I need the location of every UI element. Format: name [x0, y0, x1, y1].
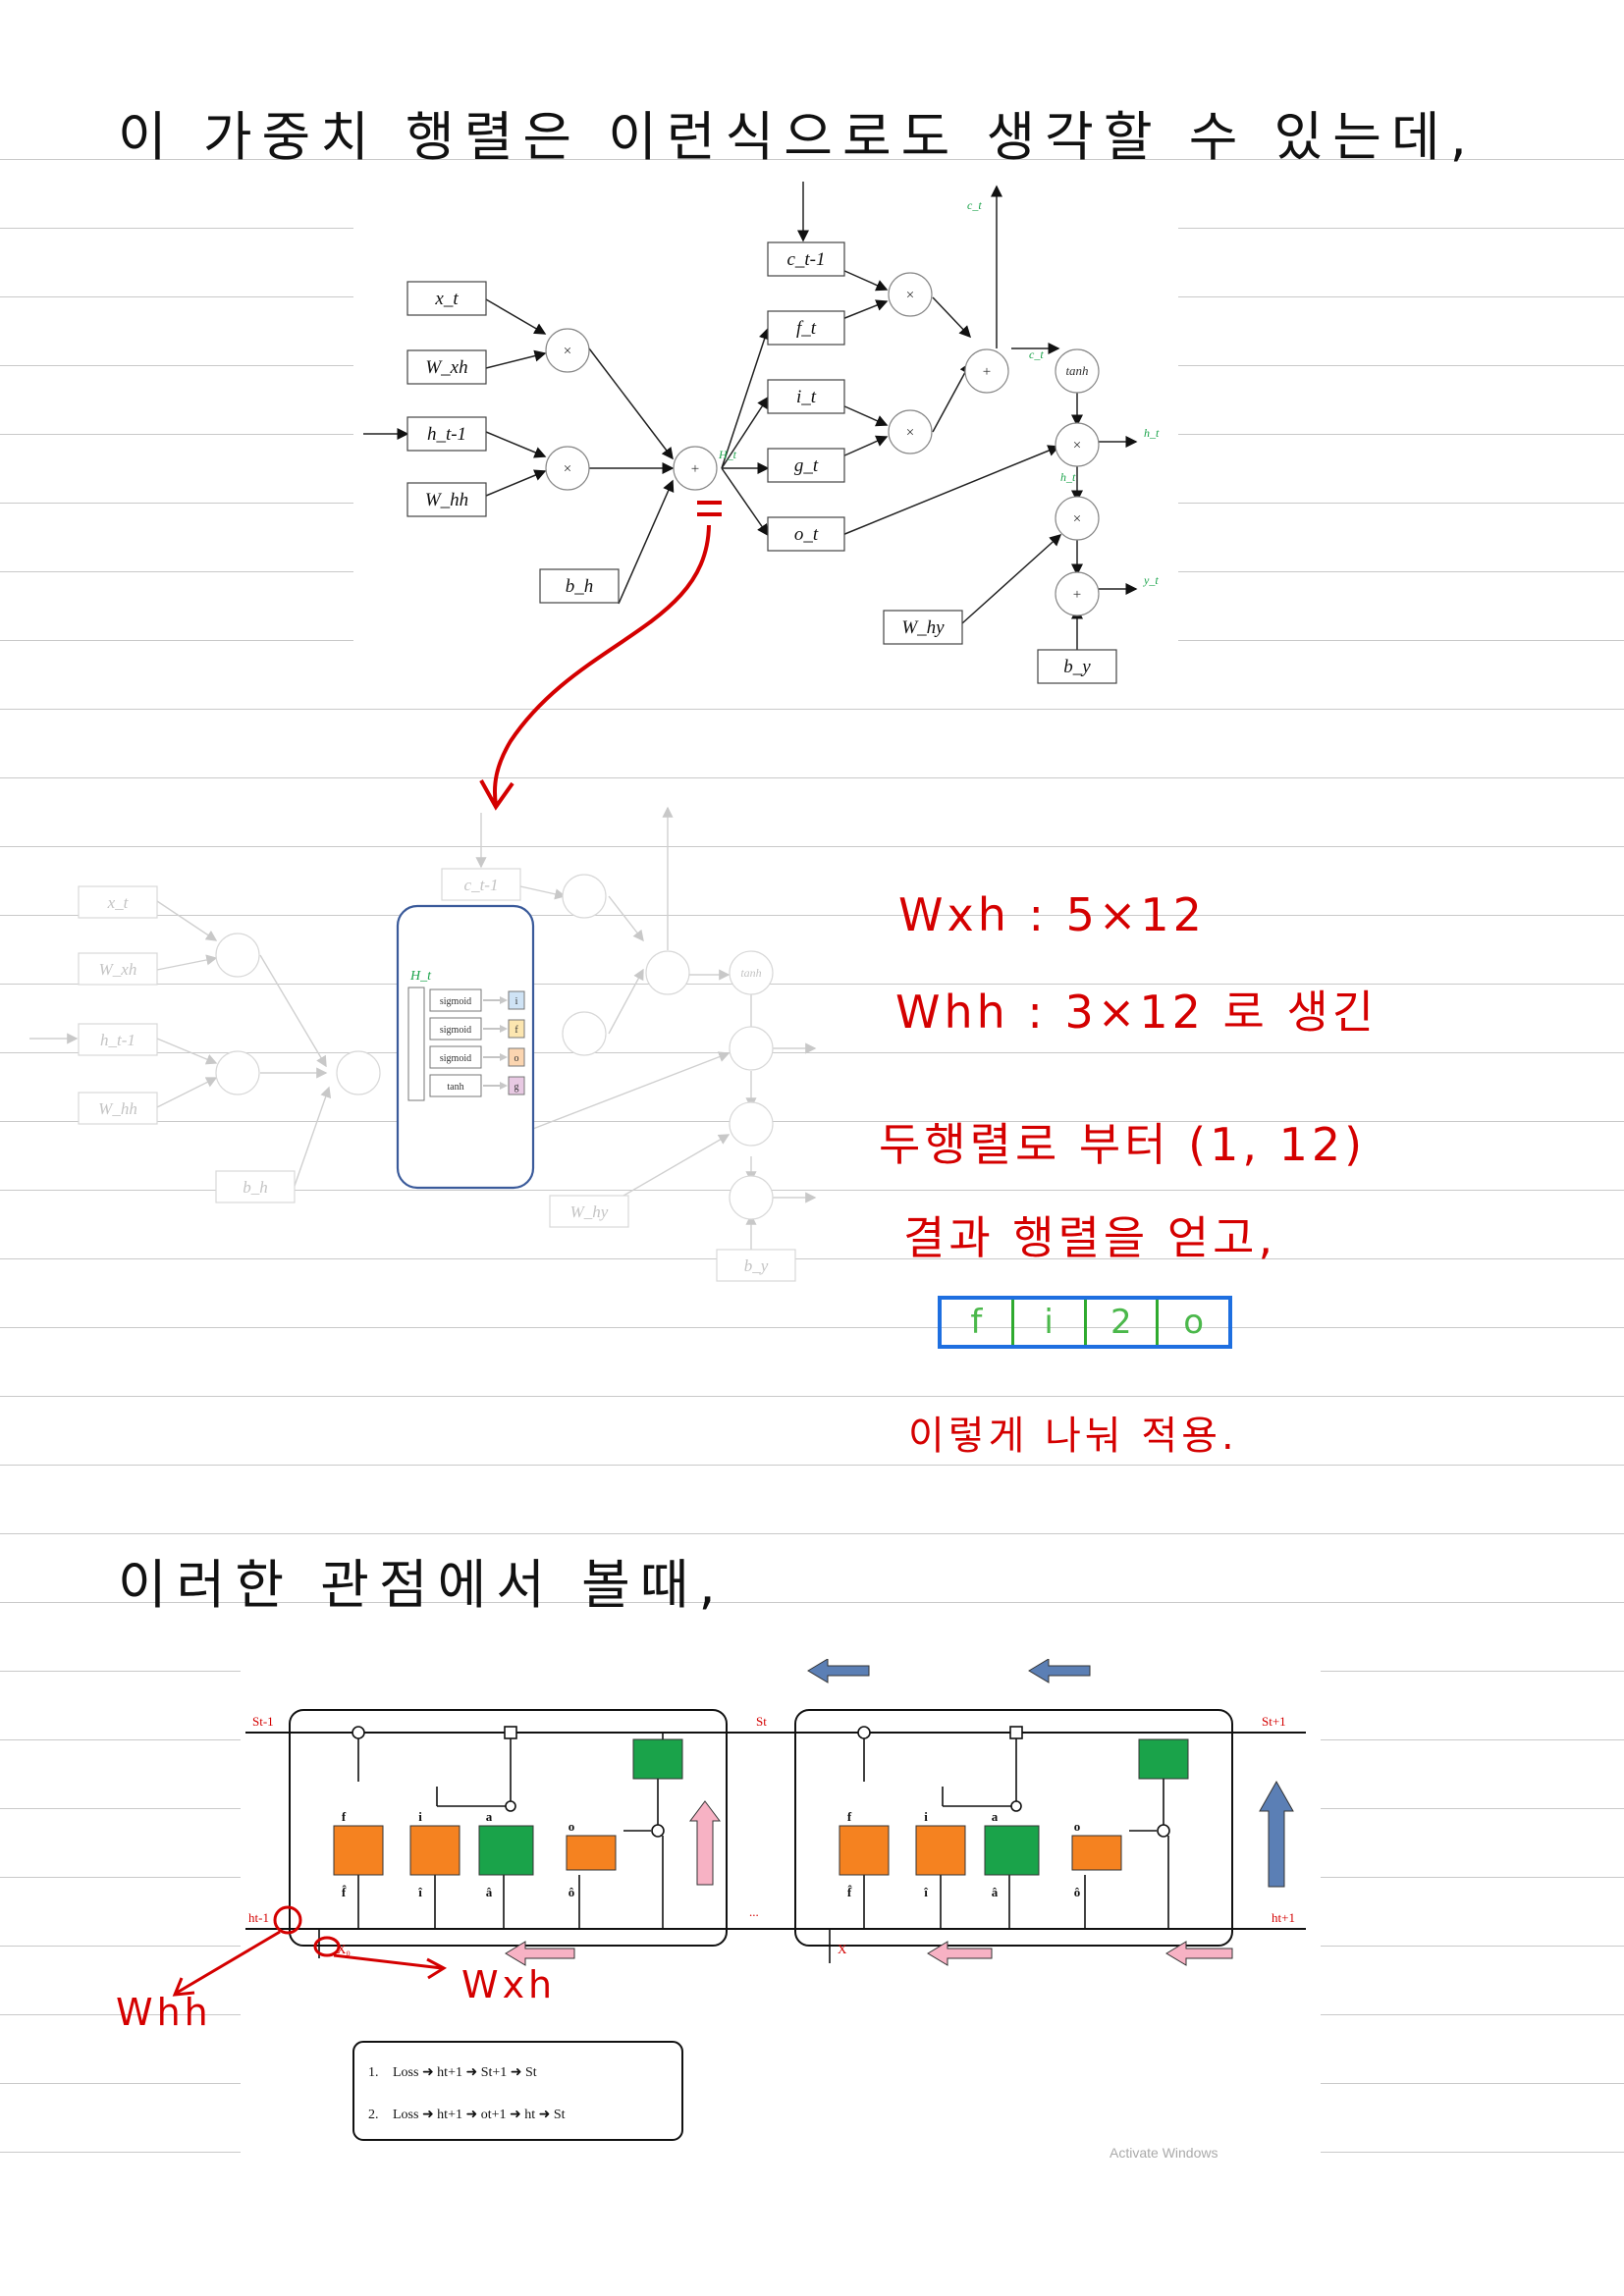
- label-x: X: [838, 1942, 847, 1956]
- why-label: W_hy: [901, 617, 945, 638]
- tanh-label: tanh: [1065, 363, 1088, 378]
- note-two-matrices: 두행렬로 부터 (1, 12): [879, 1118, 1367, 1171]
- note-wxh: Wxh : 5×12: [898, 888, 1206, 941]
- faded-tanh: tanh: [740, 966, 761, 980]
- gate-split-strip: f i 2 o: [938, 1296, 1232, 1349]
- strip-cell-o: o: [1183, 1303, 1205, 1342]
- Ht-signal: H_t: [718, 448, 737, 461]
- label-st: St: [756, 1714, 767, 1729]
- strip-cell-i: i: [1014, 1300, 1087, 1345]
- faded-xt: x_t: [107, 893, 130, 912]
- gate-label-a2: a: [992, 1809, 999, 1824]
- ot-label: o_t: [794, 524, 819, 545]
- gate-fn-4: tanh: [447, 1082, 463, 1093]
- hat-a2: â: [992, 1885, 999, 1899]
- heading-top: 이 가중치 행렬은 이런식으로도 생각할 수 있는데,: [118, 106, 1477, 168]
- ellipsis: ...: [749, 1904, 759, 1919]
- note-result-matrix: 결과 행렬을 얻고,: [903, 1211, 1277, 1264]
- note-apply: 이렇게 나눠 적용.: [908, 1414, 1238, 1459]
- it-label: i_t: [796, 387, 817, 407]
- lstm-backprop-diagram: St-1 St St+1 ht-1 ht+1 ... X₀ X: [241, 1658, 1321, 2161]
- mul-op: ×: [906, 288, 914, 303]
- gate-label-f2: f: [847, 1809, 852, 1824]
- lstm-graph-diagram: × × + × × + × × + tanh x_t W_xh h_t-1 W_…: [353, 172, 1178, 702]
- gate-label-f: f: [342, 1809, 347, 1824]
- label-ht-1: ht-1: [248, 1910, 269, 1925]
- legend-text-1: Loss ➜ ht+1 ➜ St+1 ➜ St: [393, 2065, 537, 2080]
- annot-wxh: Wxh: [461, 1963, 557, 2006]
- legend-text-2: Loss ➜ ht+1 ➜ ot+1 ➜ ht ➜ St: [393, 2108, 566, 2122]
- ht-signal: h_t: [1144, 426, 1160, 440]
- hat-o2: ô: [1074, 1885, 1081, 1899]
- mul-op: ×: [1073, 511, 1081, 527]
- gate-label-a: a: [486, 1809, 493, 1824]
- mul-op: ×: [1073, 438, 1081, 454]
- gate-f: f: [514, 1025, 518, 1036]
- annot-whh: Whh: [116, 1991, 212, 2034]
- red-weight-annotation: [172, 1905, 448, 1997]
- ct-signal-mid: c_t: [1029, 347, 1044, 361]
- faded-why: W_hy: [570, 1202, 609, 1221]
- gate-label-o2: o: [1074, 1819, 1081, 1834]
- hat-f2: f̂: [847, 1885, 853, 1899]
- gate-o: o: [514, 1053, 519, 1064]
- xt-label: x_t: [434, 289, 459, 309]
- ct-signal: c_t: [967, 198, 982, 212]
- ht-1-label: h_t-1: [427, 424, 466, 445]
- mul-op: ×: [564, 344, 571, 359]
- gate-label-i: i: [418, 1809, 422, 1824]
- gate-box-Ht: H_t: [409, 969, 432, 984]
- faded-ct-1: c_t-1: [464, 876, 499, 894]
- add-op: +: [1073, 587, 1081, 603]
- faded-by: b_y: [744, 1256, 769, 1275]
- gate-g: g: [514, 1082, 519, 1093]
- gate-i: i: [515, 996, 518, 1007]
- red-arrow-annotation: [479, 501, 722, 811]
- hat-i2: î: [923, 1885, 928, 1899]
- hat-a: â: [486, 1885, 493, 1899]
- yt-signal: y_t: [1143, 573, 1159, 587]
- label-x0: X₀: [337, 1942, 351, 1956]
- label-ht+1: ht+1: [1272, 1910, 1295, 1925]
- label-st-1: St-1: [252, 1714, 274, 1729]
- add-op: +: [691, 461, 699, 477]
- faded-lstm-diagram: x_t W_xh h_t-1 W_hh b_h c_t-1 W_hy b_y t…: [29, 793, 844, 1294]
- gate-fn-1: sigmoid: [440, 996, 471, 1007]
- faded-wxh: W_xh: [99, 960, 137, 979]
- gate-label-o: o: [568, 1819, 575, 1834]
- strip-cell-f: f: [942, 1300, 1014, 1345]
- gate-fn-2: sigmoid: [440, 1025, 471, 1036]
- gt-label: g_t: [794, 455, 819, 476]
- activate-windows-watermark: Activate Windows: [1110, 2145, 1218, 2160]
- faded-bh: b_h: [243, 1178, 268, 1197]
- hat-i: î: [417, 1885, 422, 1899]
- mul-op: ×: [564, 461, 571, 477]
- faded-whh: W_hh: [98, 1099, 137, 1118]
- add-op: +: [983, 364, 991, 380]
- hat-f: f̂: [342, 1885, 348, 1899]
- bh-label: b_h: [566, 576, 594, 597]
- ht-signal-mid: h_t: [1060, 470, 1076, 484]
- wxh-label: W_xh: [425, 357, 467, 378]
- legend-num-2: 2.: [368, 2108, 379, 2122]
- note-whh: Whh : 3×12 로 생긴: [895, 986, 1379, 1039]
- mul-op: ×: [906, 425, 914, 441]
- heading-bottom: 이러한 관점에서 볼때,: [118, 1554, 726, 1616]
- gate-fn-3: sigmoid: [440, 1053, 471, 1064]
- gate-label-i2: i: [924, 1809, 928, 1824]
- whh-label: W_hh: [425, 490, 468, 510]
- ct-1-label: c_t-1: [786, 249, 825, 270]
- ft-label: f_t: [796, 318, 817, 339]
- legend-num-1: 1.: [368, 2065, 379, 2080]
- strip-cell-2: 2: [1087, 1300, 1160, 1345]
- by-label: b_y: [1063, 657, 1091, 677]
- faded-ht-1: h_t-1: [100, 1031, 135, 1049]
- label-st+1: St+1: [1262, 1714, 1286, 1729]
- hat-o: ô: [568, 1885, 575, 1899]
